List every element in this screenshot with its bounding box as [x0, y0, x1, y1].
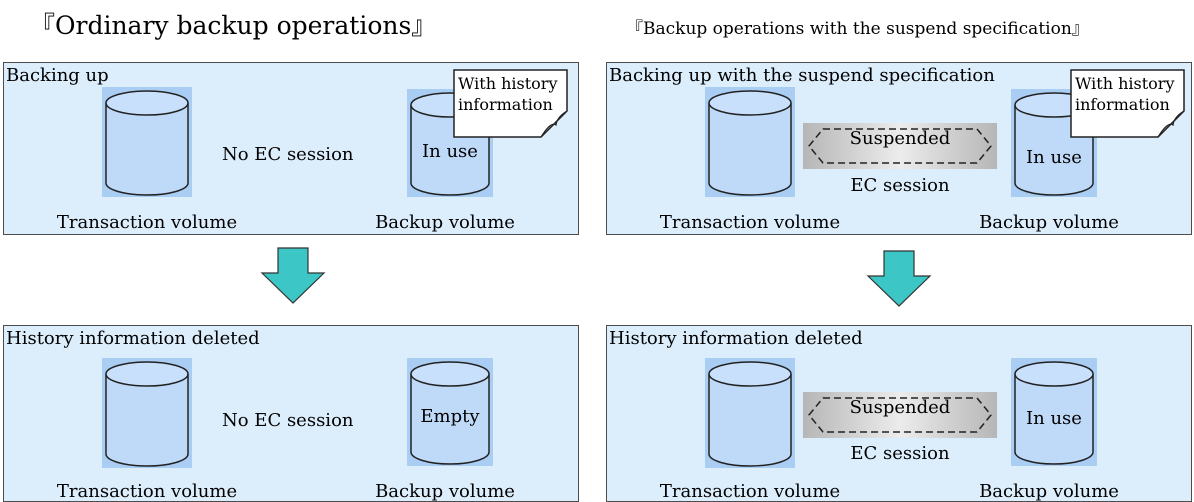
backup-volume-label: Backup volume: [979, 212, 1119, 233]
suspended-label: Suspended: [849, 397, 951, 418]
panel-backing-up-suspend: Backing up with the suspend specificatio…: [606, 62, 1192, 235]
backup-volume-icon: Empty: [407, 358, 493, 466]
panel-title: Backing up: [6, 65, 109, 86]
transaction-volume-label: Transaction volume: [659, 481, 841, 502]
transaction-volume-label: Transaction volume: [659, 212, 841, 233]
backup-state-label: In use: [422, 141, 478, 162]
panel-title: History information deleted: [6, 328, 260, 349]
backup-volume-label: Backup volume: [979, 481, 1119, 502]
panel-backing-up: Backing up Transaction volume No EC sess…: [3, 62, 579, 235]
transaction-volume-label: Transaction volume: [56, 212, 238, 233]
transaction-volume-icon: [100, 87, 194, 197]
panel-title: History information deleted: [609, 328, 863, 349]
session-status-text: EC session: [850, 443, 950, 464]
backup-volume-label: Backup volume: [375, 212, 515, 233]
history-note-icon: With history information: [1070, 69, 1186, 143]
history-note-line-2: information: [458, 95, 553, 114]
session-status-text: EC session: [850, 175, 950, 196]
history-note-line-2: information: [1075, 95, 1170, 114]
transaction-volume-label: Transaction volume: [56, 481, 238, 502]
transaction-volume-icon: [703, 358, 797, 468]
down-arrow-icon: [260, 247, 326, 309]
history-note-line-1: With history: [1075, 74, 1175, 93]
suspended-session-icon: Suspended: [803, 392, 997, 438]
backup-volume-label: Backup volume: [375, 481, 515, 502]
panel-title: Backing up with the suspend specificatio…: [609, 65, 995, 86]
backup-volume-icon: In use: [1011, 358, 1097, 466]
backup-state-label: Empty: [420, 406, 480, 427]
history-note-line-1: With history: [458, 74, 558, 93]
session-status-text: No EC session: [222, 144, 354, 165]
right-column-heading: 『Backup operations with the suspend spec…: [626, 19, 1089, 39]
suspended-label: Suspended: [849, 128, 951, 149]
panel-history-deleted: History information deleted Transaction …: [3, 325, 579, 502]
history-note-icon: With history information: [453, 69, 569, 143]
down-arrow-icon: [866, 250, 932, 312]
transaction-volume-icon: [100, 358, 194, 468]
backup-state-label: In use: [1026, 147, 1082, 168]
backup-state-label: In use: [1026, 408, 1082, 429]
session-status-text: No EC session: [222, 410, 354, 431]
suspended-session-icon: Suspended: [803, 123, 997, 169]
transaction-volume-icon: [703, 87, 797, 197]
left-column-heading: 『Ordinary backup operations』: [30, 11, 437, 40]
panel-history-deleted-suspend: History information deleted Transaction …: [606, 325, 1192, 502]
